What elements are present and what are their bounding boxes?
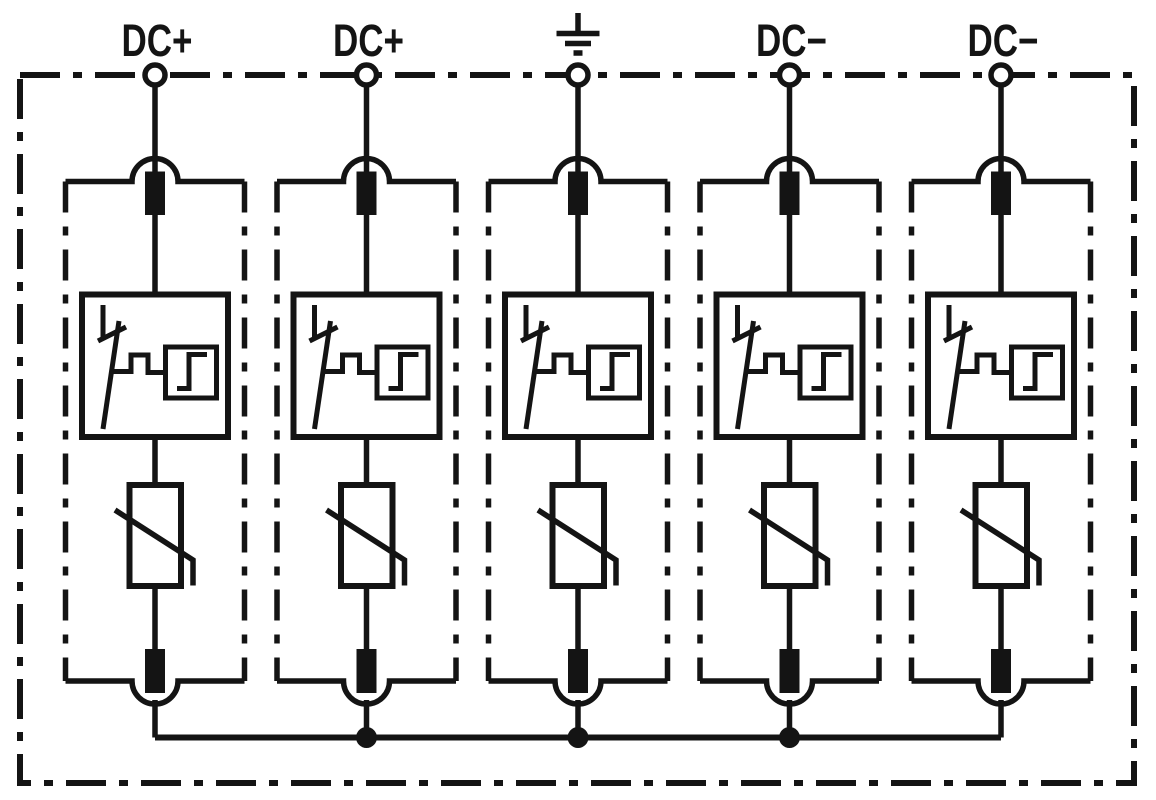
terminal-label-dc-minus-1: DC− bbox=[756, 15, 827, 66]
terminal-label-dc-plus-1: DC+ bbox=[122, 15, 193, 66]
protection-branch-5 bbox=[912, 84, 1091, 738]
terminal-label-dc-plus-2: DC+ bbox=[333, 15, 404, 66]
terminal-point-dc-minus-1 bbox=[776, 62, 803, 88]
terminal-point-dc-plus-1 bbox=[142, 62, 168, 88]
terminal-point-dc-plus-2 bbox=[353, 62, 380, 88]
terminal-label-dc-minus-2: DC− bbox=[968, 15, 1039, 66]
bus-junctions bbox=[356, 727, 800, 748]
protection-branch-1 bbox=[66, 84, 245, 738]
junction-dot bbox=[779, 727, 800, 748]
junction-dot bbox=[567, 727, 589, 748]
terminal-point-earth bbox=[565, 62, 591, 88]
terminal-points bbox=[142, 62, 1014, 88]
earth-ground-icon bbox=[556, 13, 600, 56]
terminal-point-dc-minus-2 bbox=[988, 62, 1014, 88]
protection-branch-3 bbox=[489, 84, 668, 738]
protection-branches bbox=[66, 84, 1091, 738]
protection-branch-4 bbox=[700, 84, 879, 738]
protection-branch-2 bbox=[277, 84, 456, 738]
junction-dot bbox=[356, 727, 377, 748]
